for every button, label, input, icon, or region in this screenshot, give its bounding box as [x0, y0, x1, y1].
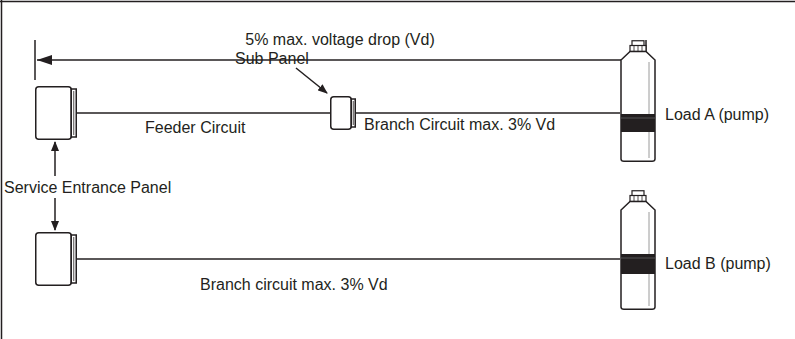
circuit-label: Branch Circuit max. 3% Vd: [364, 115, 555, 134]
leader-arrow: [296, 68, 327, 93]
pump-outline: [620, 40, 656, 162]
panel-edge: [73, 91, 74, 135]
pump-body: [621, 52, 655, 162]
dimension-tick: [34, 40, 36, 80]
circuit-label: Branch circuit max. 3% Vd: [200, 275, 388, 294]
pump-head: [630, 46, 646, 52]
node-label: Sub Panel: [235, 49, 309, 68]
pump-outline: [620, 190, 656, 310]
pump-head: [630, 196, 646, 202]
pump-band-line: [621, 118, 655, 119]
pump-head-rib: [634, 196, 635, 201]
panel-outline: [330, 96, 356, 130]
node-label: Service Entrance Panel: [4, 178, 171, 197]
frame-line: [0, 1, 795, 3]
panel-node: Service Entrance Panel: [35, 86, 77, 140]
panel-edge: [73, 237, 74, 281]
panel-outline: [35, 232, 77, 286]
circuit-label: Feeder Circuit: [145, 118, 245, 137]
leader-arrow: [54, 198, 56, 230]
pump-head-rib: [638, 196, 639, 201]
pump-head-rib: [642, 196, 643, 201]
pump-node: Load A (pump): [620, 40, 656, 162]
dimension-line: [37, 59, 644, 61]
pump-head-rib: [642, 46, 643, 51]
node-label: Load B (pump): [665, 254, 771, 273]
pump-band: [621, 254, 655, 274]
panel-cover: [351, 99, 355, 127]
panel-edge: [353, 101, 354, 125]
pump-band: [621, 114, 655, 132]
panel-box: [331, 97, 352, 130]
panel-outline: [35, 86, 77, 140]
panel-box: [36, 233, 72, 286]
dimension-arrowhead: [37, 55, 52, 65]
panel-node: Sub Panel: [330, 96, 356, 130]
pump-band-line: [621, 258, 655, 259]
circuit-wire: [77, 258, 620, 260]
panel-box: [36, 87, 72, 140]
pump-node: Load B (pump): [620, 190, 656, 310]
panel-cover: [71, 235, 76, 283]
pump-head-rib: [634, 46, 635, 51]
pump-head-rib: [638, 46, 639, 51]
frame-line: [1, 0, 3, 339]
pump-highlight: [649, 62, 650, 158]
pump-body: [621, 202, 655, 310]
circuit-wire: [77, 112, 330, 114]
leader-arrow: [54, 142, 56, 176]
node-label: Load A (pump): [665, 105, 769, 124]
circuit-wire: [356, 112, 620, 114]
panel-node: [35, 232, 77, 286]
panel-cover: [71, 89, 76, 137]
dimension-label: 5% max. voltage drop (Vd): [245, 30, 434, 49]
